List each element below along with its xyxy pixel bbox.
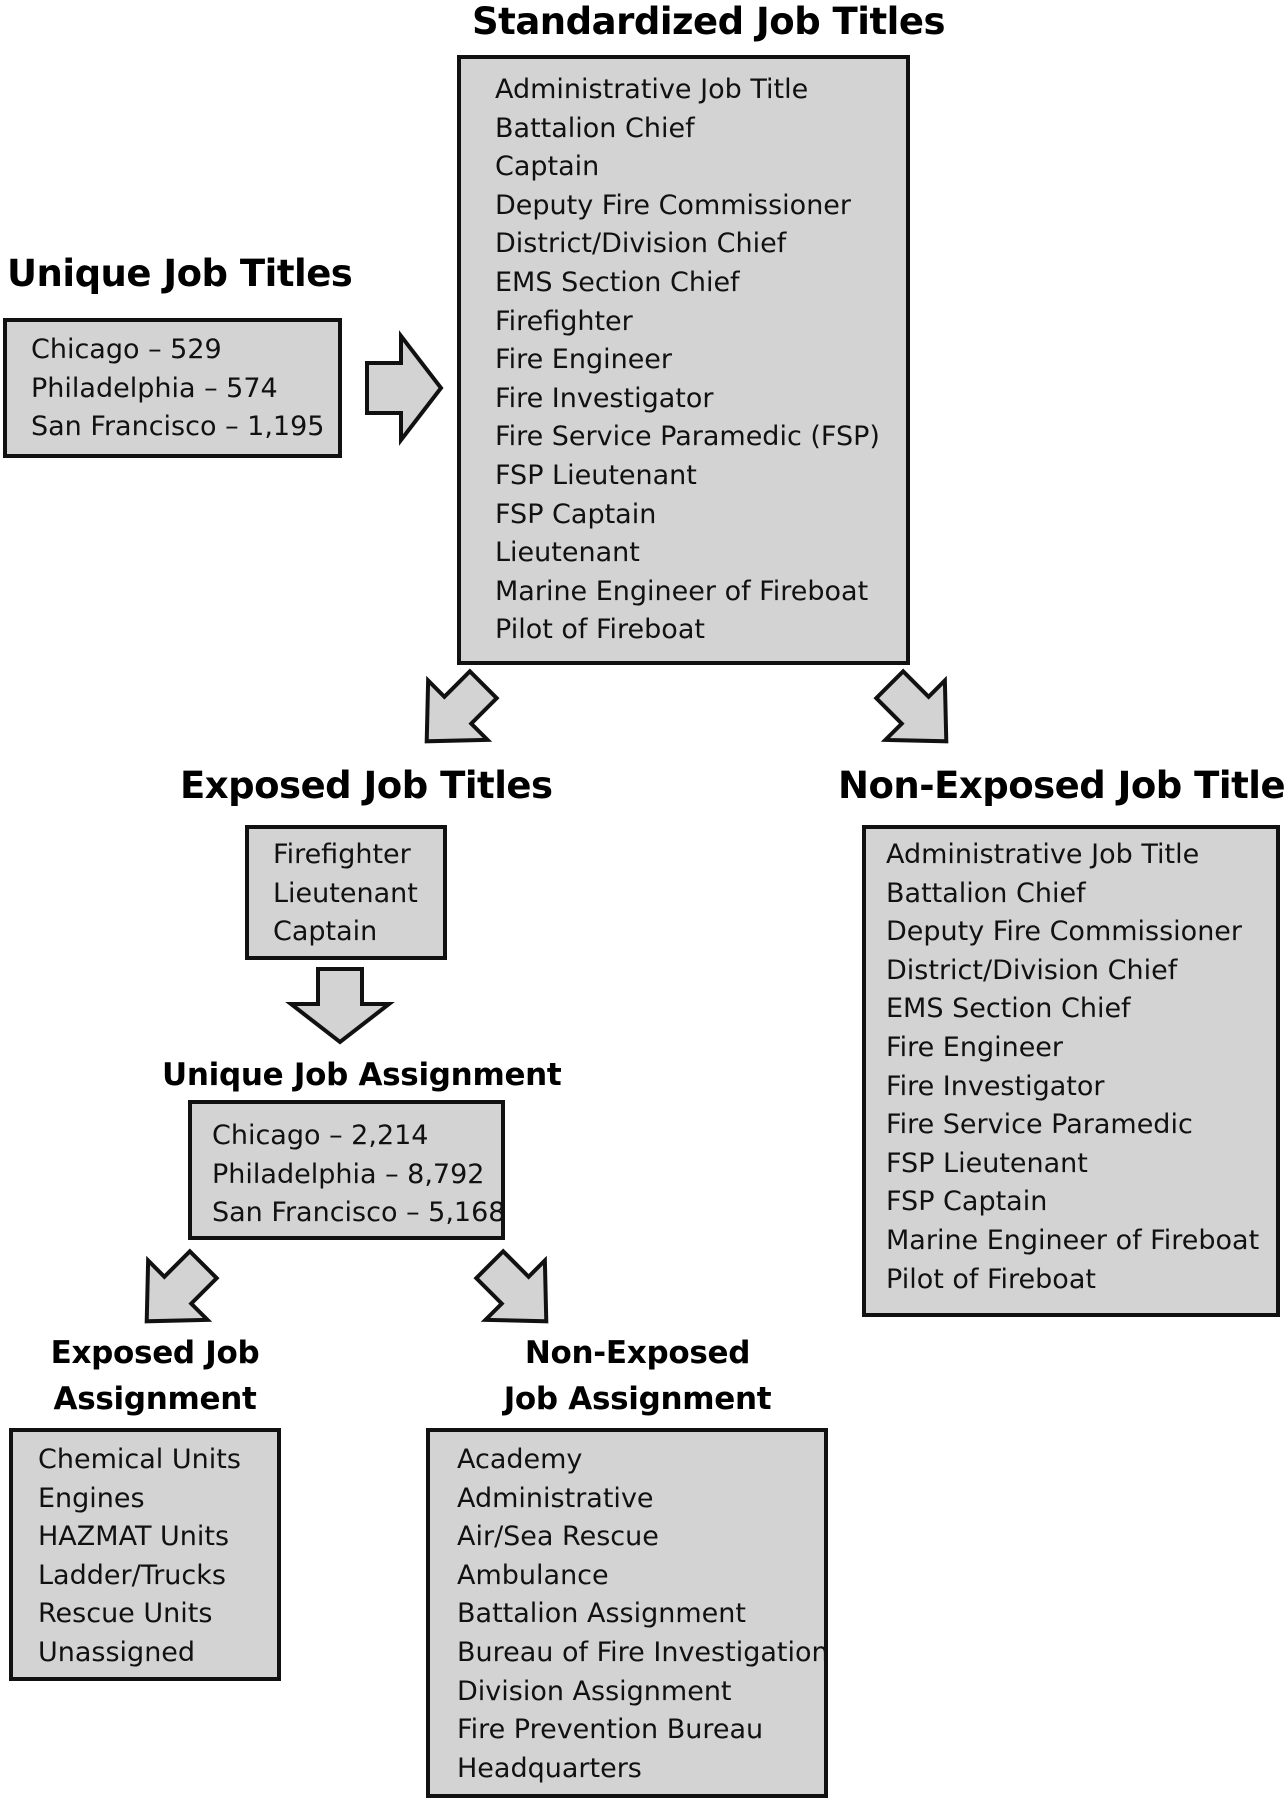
list-item: FSP Captain [886,1186,1048,1218]
list-item: Administrative [457,1482,654,1514]
list-item: FSP Captain [495,498,657,530]
arrow-down-icon [285,967,395,1045]
list-item: Philadelphia – 8,792 [212,1158,485,1190]
list-item: Marine Engineer of Fireboat [886,1224,1260,1256]
list-item: Battalion Chief [495,112,695,144]
list-item: Battalion Assignment [457,1598,746,1630]
list-item: Battalion Chief [886,877,1086,909]
standardized-titles-heading: Standardized Job Titles [472,0,945,43]
list-item: Marine Engineer of Fireboat [495,575,869,607]
list-item: Fire Engineer [886,1031,1064,1063]
list-item: Administrative Job Title [495,74,809,105]
list-item: EMS Section Chief [886,993,1131,1025]
list-item: Fire Engineer [495,344,673,376]
arrow-right-icon [365,330,444,446]
list-item: EMS Section Chief [495,266,740,298]
non-exposed-assignment-heading: Non-Exposed Job Assignment [500,1330,775,1422]
list-item: Captain [273,916,378,948]
list-item: Pilot of Fireboat [886,1263,1096,1295]
list-item: Fire Investigator [886,1070,1105,1102]
list-item: Fire Prevention Bureau [457,1714,764,1746]
arrow-down-right-icon [873,668,949,744]
list-item: HAZMAT Units [38,1521,230,1553]
list-item: Fire Service Paramedic [886,1109,1193,1141]
exposed-assignment-heading-line1: Exposed Job [50,1335,260,1371]
arrow-down-right-icon [473,1248,549,1324]
list-item: Ladder/Trucks [38,1559,226,1591]
non-exposed-assignment-heading-line2: Job Assignment [503,1381,772,1417]
list-item: Captain [495,151,600,183]
list-item: Engines [38,1482,145,1514]
exposed-assignment-heading: Exposed Job Assignment [30,1330,280,1422]
arrow-down-left-icon [144,1248,220,1324]
list-item: Ambulance [457,1559,609,1591]
list-item: Administrative Job Title [886,839,1200,870]
list-item: Chemical Units [38,1444,241,1475]
list-item: District/Division Chief [886,954,1178,986]
exposed-assignment-heading-line2: Assignment [53,1381,257,1417]
list-item: Deputy Fire Commissioner [886,916,1243,948]
list-item: Lieutenant [495,537,640,569]
unique-assignment-heading: Unique Job Assignment [162,1057,562,1093]
list-item: Pilot of Fireboat [495,614,705,646]
list-item: Deputy Fire Commissioner [495,189,852,221]
list-item: Academy [457,1444,583,1475]
non-exposed-assignment-heading-line1: Non-Exposed [524,1335,751,1371]
list-item: Headquarters [457,1752,642,1784]
exposed-titles-heading: Exposed Job Titles [180,764,553,807]
list-item: Fire Investigator [495,382,714,414]
list-item: San Francisco – 5,168 [212,1197,506,1229]
list-item: Bureau of Fire Investigation [457,1636,829,1668]
list-item: Unassigned [38,1636,196,1668]
non-exposed-titles-heading: Non-Exposed Job Titles [838,764,1286,807]
list-item: Division Assignment [457,1675,732,1707]
list-item: District/Division Chief [495,228,787,260]
list-item: Lieutenant [273,877,418,909]
list-item: Chicago – 529 [31,334,222,365]
list-item: Firefighter [495,305,633,337]
list-item: Rescue Units [38,1598,213,1630]
list-item: Air/Sea Rescue [457,1521,659,1553]
list-item: Philadelphia – 574 [31,372,278,404]
list-item: Chicago – 2,214 [212,1120,429,1151]
arrow-down-left-icon [424,668,500,744]
list-item: FSP Lieutenant [886,1147,1088,1179]
list-item: San Francisco – 1,195 [31,411,325,443]
list-item: Firefighter [273,839,411,870]
list-item: Fire Service Paramedic (FSP) [495,421,880,453]
unique-titles-heading: Unique Job Titles [7,252,353,295]
list-item: FSP Lieutenant [495,459,697,491]
